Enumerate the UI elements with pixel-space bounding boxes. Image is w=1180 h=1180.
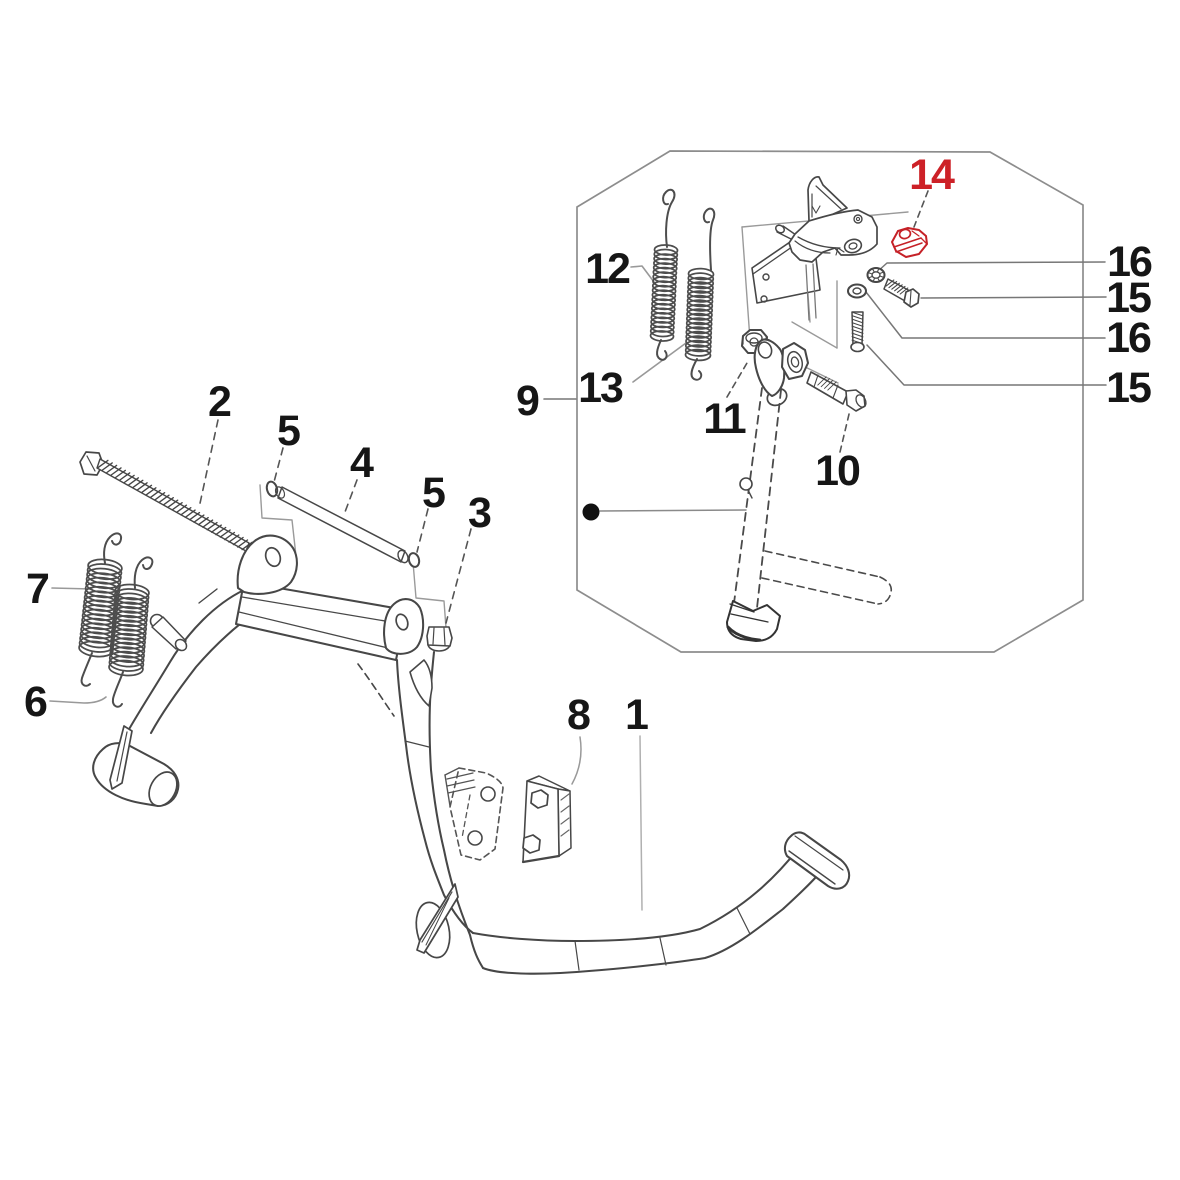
svg-text:8: 8 [567,691,591,739]
svg-text:16: 16 [1107,238,1152,286]
svg-text:15: 15 [1106,274,1151,322]
svg-text:16: 16 [1106,314,1151,362]
svg-text:12: 12 [585,245,630,293]
svg-text:4: 4 [350,439,374,487]
svg-text:3: 3 [468,489,492,537]
svg-text:10: 10 [815,447,860,495]
svg-text:1: 1 [625,691,649,739]
svg-text:5: 5 [422,469,446,517]
svg-text:13: 13 [578,364,623,412]
svg-text:9: 9 [516,377,540,425]
svg-text:7: 7 [26,565,50,613]
svg-text:11: 11 [703,395,746,443]
svg-text:5: 5 [277,407,301,455]
svg-text:2: 2 [208,378,232,426]
svg-text:6: 6 [24,678,48,726]
svg-text:14: 14 [909,151,955,199]
svg-text:15: 15 [1106,364,1151,412]
